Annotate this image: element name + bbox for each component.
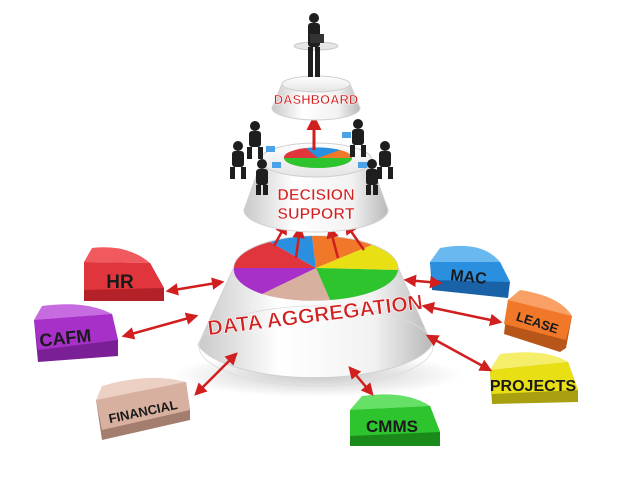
person-left-front [256,159,268,195]
arrow-projects [425,334,493,372]
source-cafm: CAFM [34,304,118,362]
laptop-icon [358,162,367,168]
source-arrows [121,274,503,396]
person-right-mid [377,141,393,179]
cafm-wedge-face [34,314,118,350]
dashboard-top [281,75,351,93]
pie-slice-projects [316,245,399,270]
decision-support-tier: DECISION SUPPORT [243,142,389,233]
projects-label: PROJECTS [490,378,577,395]
source-cmms: CMMS [350,394,440,446]
dashboard-label: DASHBOARD [274,92,359,107]
source-lease: LEASE [504,290,572,352]
projects-wedge-top [490,352,568,370]
financial-wedge-face [96,382,190,430]
decision-pie-red [283,148,318,158]
person-right-back [350,119,366,157]
pie-slice-hr [234,242,316,268]
arrow-hr [165,277,225,296]
decision-pie-orange [318,150,353,158]
person-left-back [247,121,263,159]
laptop-icon [272,162,281,168]
mac-wedge-top [430,245,500,262]
arrow-lease [421,301,503,327]
financial-wedge-top [96,377,186,400]
pie-slice-lease [312,235,372,268]
source-financial: FINANCIAL [96,377,190,440]
mac-label: MAC [449,267,487,288]
cmms-wedge-face [350,406,440,436]
hr-label: HR [106,272,134,293]
pie-slice-mac [270,236,316,268]
person-left-mid [230,141,246,179]
source-hr: HR [84,247,164,301]
arrow-mac [403,274,443,289]
data-aggregation-tier: DATA AGGREGATION [197,235,434,387]
arrow-financial [194,352,238,396]
decision-label-line1: DECISION [277,187,354,204]
decision-label-line2: SUPPORT [277,206,355,223]
arrow-up-3 [326,225,340,259]
projects-wedge-face [490,362,578,394]
dashboard-person [308,13,320,77]
arrow-up-2 [292,225,305,259]
decision-people [230,119,393,195]
decision-laptops [266,132,367,168]
decision-cone-body [243,159,389,233]
laptop-icon [310,34,324,43]
source-mac: MAC [430,245,510,298]
laptop-icon [266,146,275,152]
person-right-front [366,159,378,195]
hr-wedge-face [84,262,164,290]
decision-pie-blue [306,147,340,158]
hr-wedge-top [84,247,150,263]
pie-slice-financial [262,268,330,301]
cmms-label: CMMS [366,417,418,436]
source-projects: PROJECTS [490,352,578,404]
arrow-cafm [121,312,199,340]
dashboard-cone-body [271,83,361,121]
pie-slice-cmms [316,268,398,300]
pie-slice-cafm [233,268,316,294]
lease-wedge-face [504,300,572,340]
laptop-icon [342,132,351,138]
dashboard-tier: DASHBOARD [271,13,361,121]
mac-wedge-face [430,262,510,282]
arrow-cmms [348,366,374,396]
cmms-wedge-top [350,394,430,410]
cafm-wedge-top [34,304,112,320]
lease-wedge-top [508,290,572,316]
